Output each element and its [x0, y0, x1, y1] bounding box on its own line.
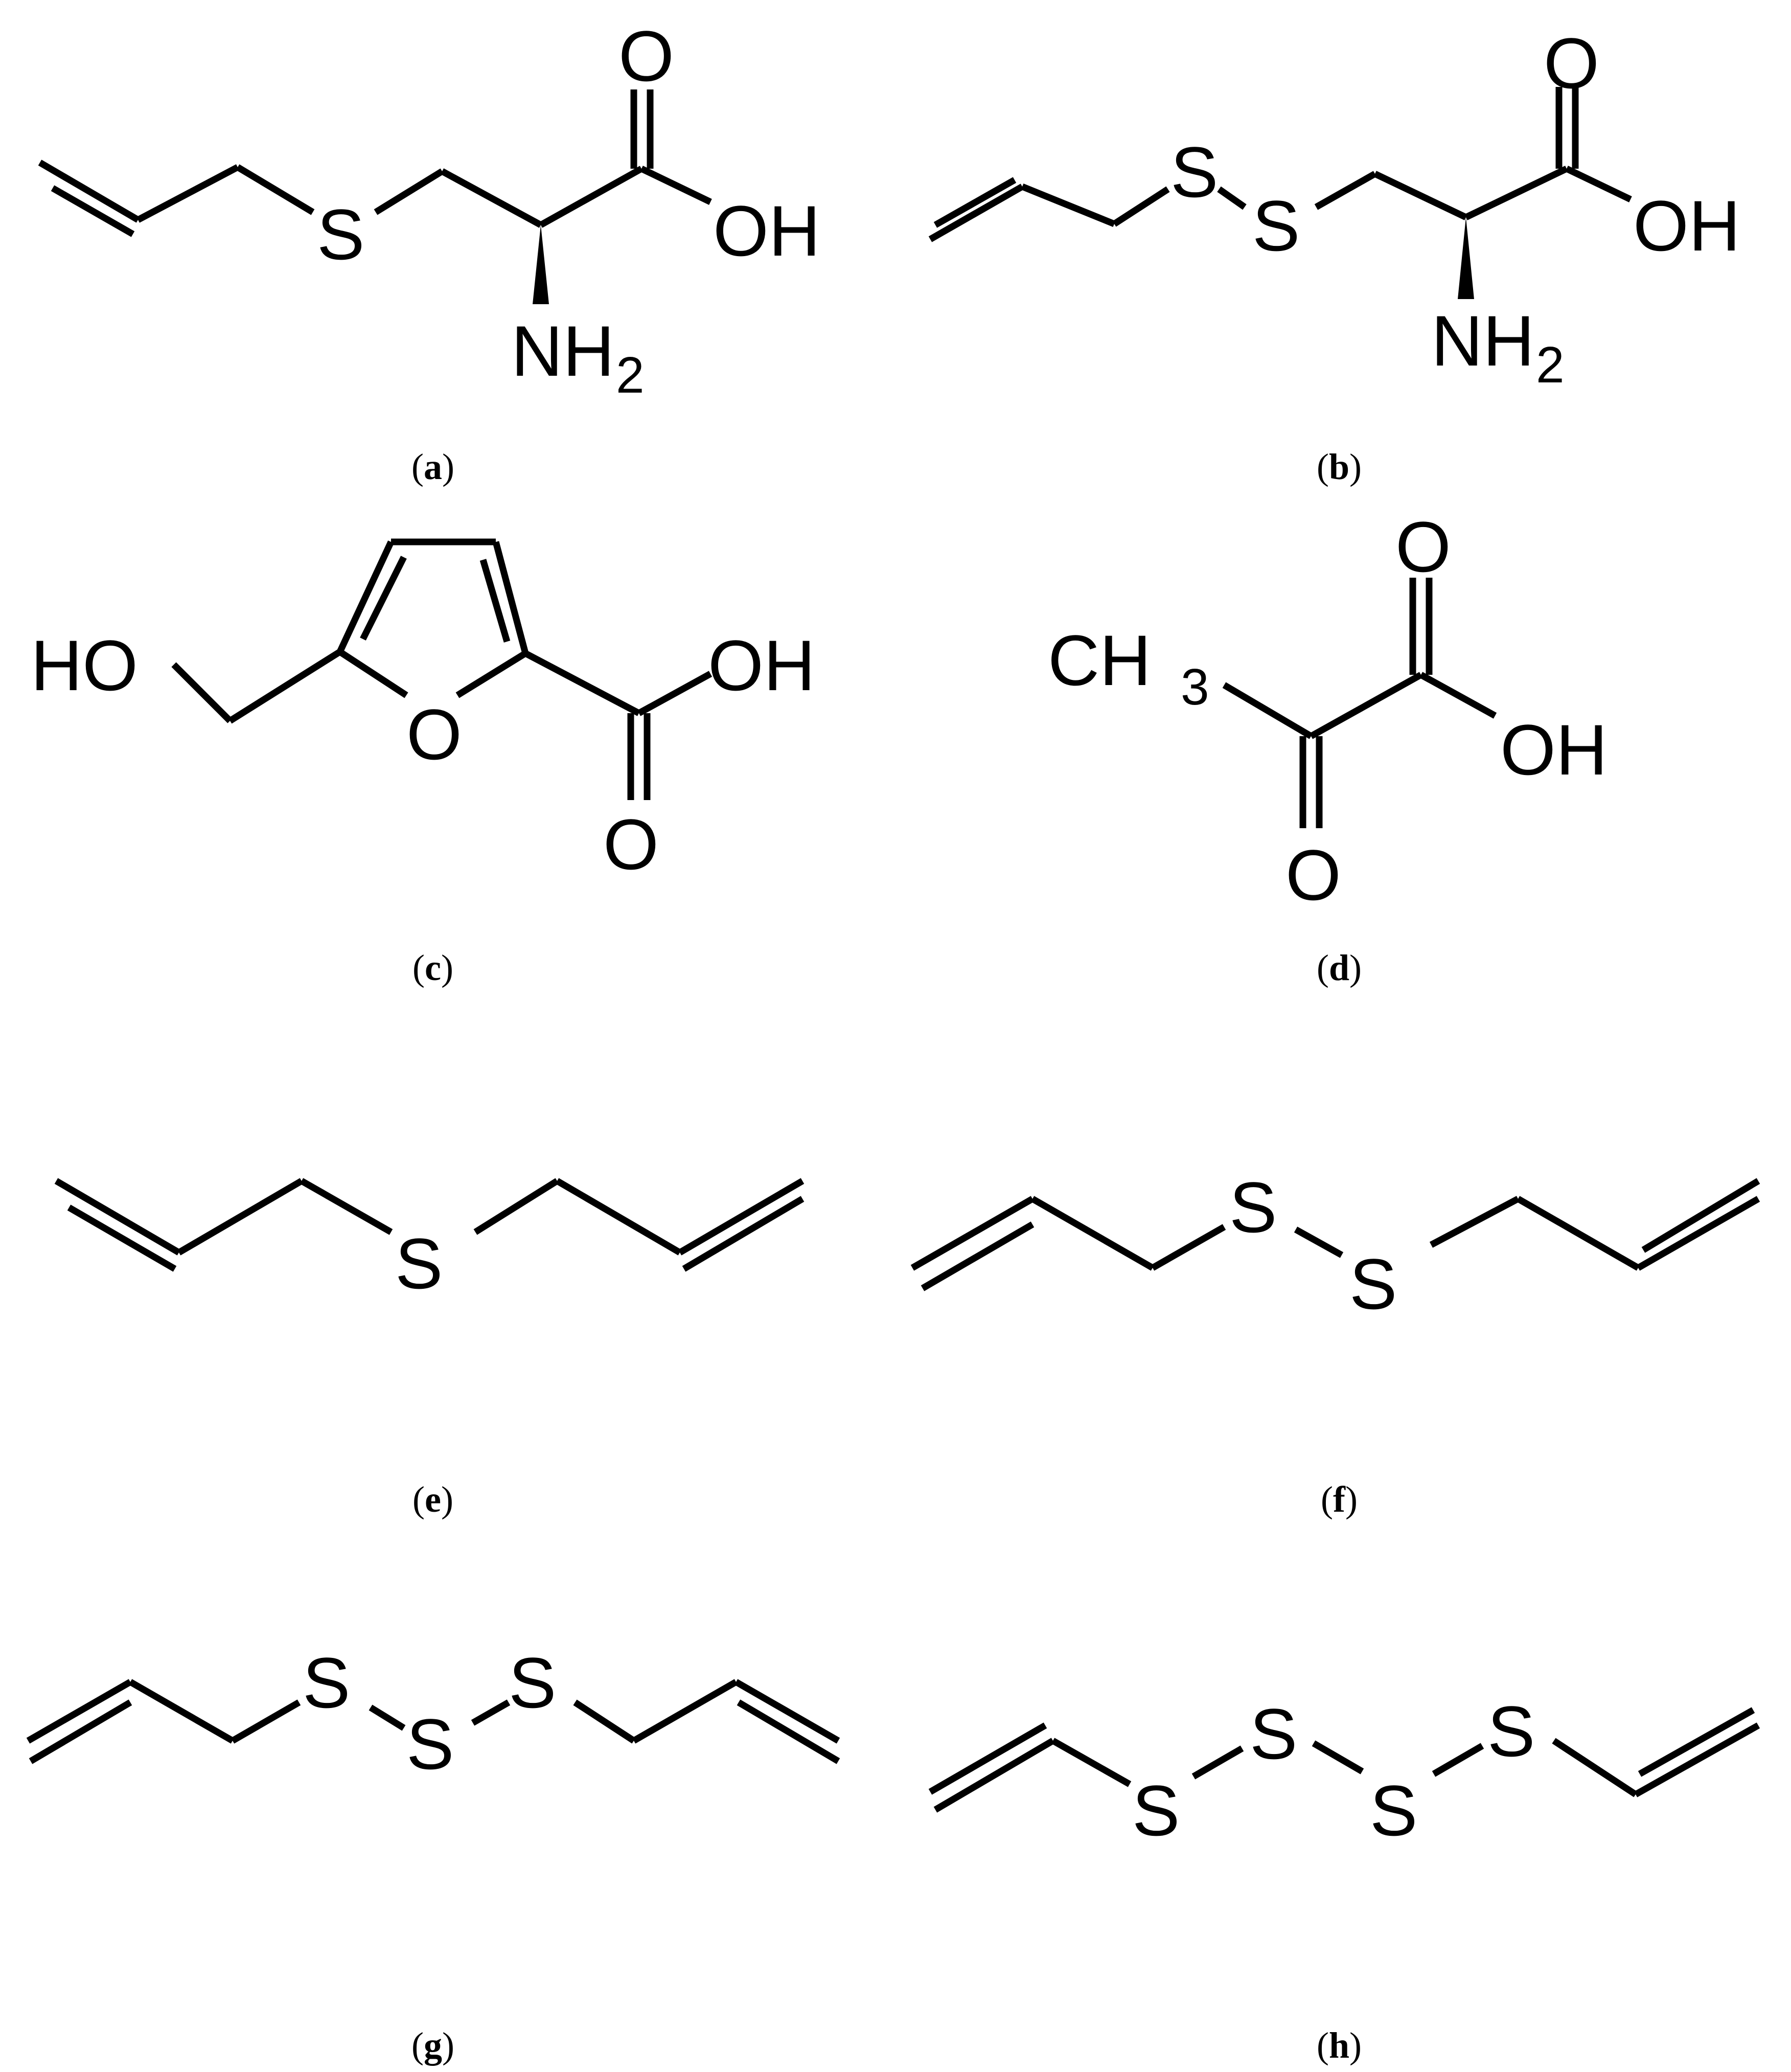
atom-label-oh-c: OH — [708, 625, 815, 705]
atom-label-s2-h: S — [1250, 1694, 1297, 1774]
bonds-h — [928, 1707, 1760, 1813]
svg-text:3: 3 — [1181, 658, 1209, 716]
atom-label-nh2-a: NH 2 — [511, 311, 645, 404]
atom-label-s-e: S — [395, 1223, 443, 1304]
bonds-e — [54, 1178, 805, 1272]
bonds-b — [928, 87, 1632, 299]
atom-label-s1-f: S — [1229, 1167, 1277, 1247]
atom-label-s2-b: S — [1252, 186, 1300, 266]
atom-label-ho-c: HO — [31, 625, 138, 705]
bonds-f — [910, 1178, 1760, 1291]
atom-label-o-c: O — [603, 804, 659, 884]
atom-label-s-a: S — [317, 194, 364, 275]
structure-f: S S — [910, 1167, 1760, 1324]
wedge-bond-b — [1458, 217, 1474, 299]
structure-b: S S O OH NH 2 — [928, 23, 1740, 394]
atom-label-nh2-b: NH 2 — [1431, 301, 1565, 394]
atom-label-ch3-d: CH 3 — [1048, 620, 1209, 716]
atom-label-o-a: O — [618, 16, 674, 96]
caption-a: (a) — [411, 446, 454, 487]
atom-label-s1-h: S — [1132, 1770, 1180, 1851]
atom-label-o-b: O — [1544, 23, 1599, 103]
structure-d: CH 3 O OH O — [1048, 507, 1608, 915]
caption-c: (c) — [412, 947, 453, 988]
caption-d: (d) — [1317, 947, 1362, 988]
atom-label-s4-h: S — [1487, 1691, 1535, 1771]
svg-text:CH: CH — [1048, 620, 1151, 700]
captions: (a) (b) (c) (d) (e) (f) (g) (h) — [411, 446, 1362, 2066]
structure-a: S O OH NH 2 — [38, 16, 820, 404]
atom-label-s2-f: S — [1349, 1244, 1397, 1324]
wedge-bond-a — [533, 225, 549, 304]
svg-text:2: 2 — [616, 347, 645, 404]
atom-label-s3-h: S — [1370, 1770, 1417, 1851]
atom-label-s2-g: S — [406, 1704, 454, 1784]
caption-f: (f) — [1321, 1479, 1358, 1520]
structure-e: S — [54, 1178, 805, 1304]
bonds-c — [171, 538, 713, 800]
atom-label-oh-d: OH — [1500, 710, 1608, 790]
atom-label-s3-g: S — [509, 1643, 556, 1723]
structure-h: S S S S — [928, 1691, 1760, 1851]
atom-label-o-top-d: O — [1395, 507, 1451, 587]
caption-e: (e) — [412, 1479, 453, 1520]
svg-text:2: 2 — [1536, 336, 1565, 394]
svg-text:NH: NH — [1431, 301, 1534, 381]
caption-g: (g) — [411, 2025, 454, 2066]
atom-label-o-bottom-d: O — [1285, 835, 1341, 915]
caption-b: (b) — [1317, 446, 1362, 487]
bonds-d — [1222, 578, 1497, 828]
bonds-a — [38, 89, 712, 304]
svg-text:NH: NH — [511, 311, 614, 391]
atom-label-s1-b: S — [1170, 132, 1218, 212]
atom-label-oh-a: OH — [713, 191, 820, 271]
structure-c: HO O OH O — [31, 538, 815, 884]
atom-label-o-ring-c: O — [406, 694, 462, 775]
bonds-g — [26, 1679, 840, 1764]
structure-g: S S S — [26, 1643, 840, 1784]
caption-h: (h) — [1317, 2025, 1362, 2066]
atom-label-oh-b: OH — [1633, 186, 1740, 266]
atom-label-s1-g: S — [303, 1643, 350, 1723]
